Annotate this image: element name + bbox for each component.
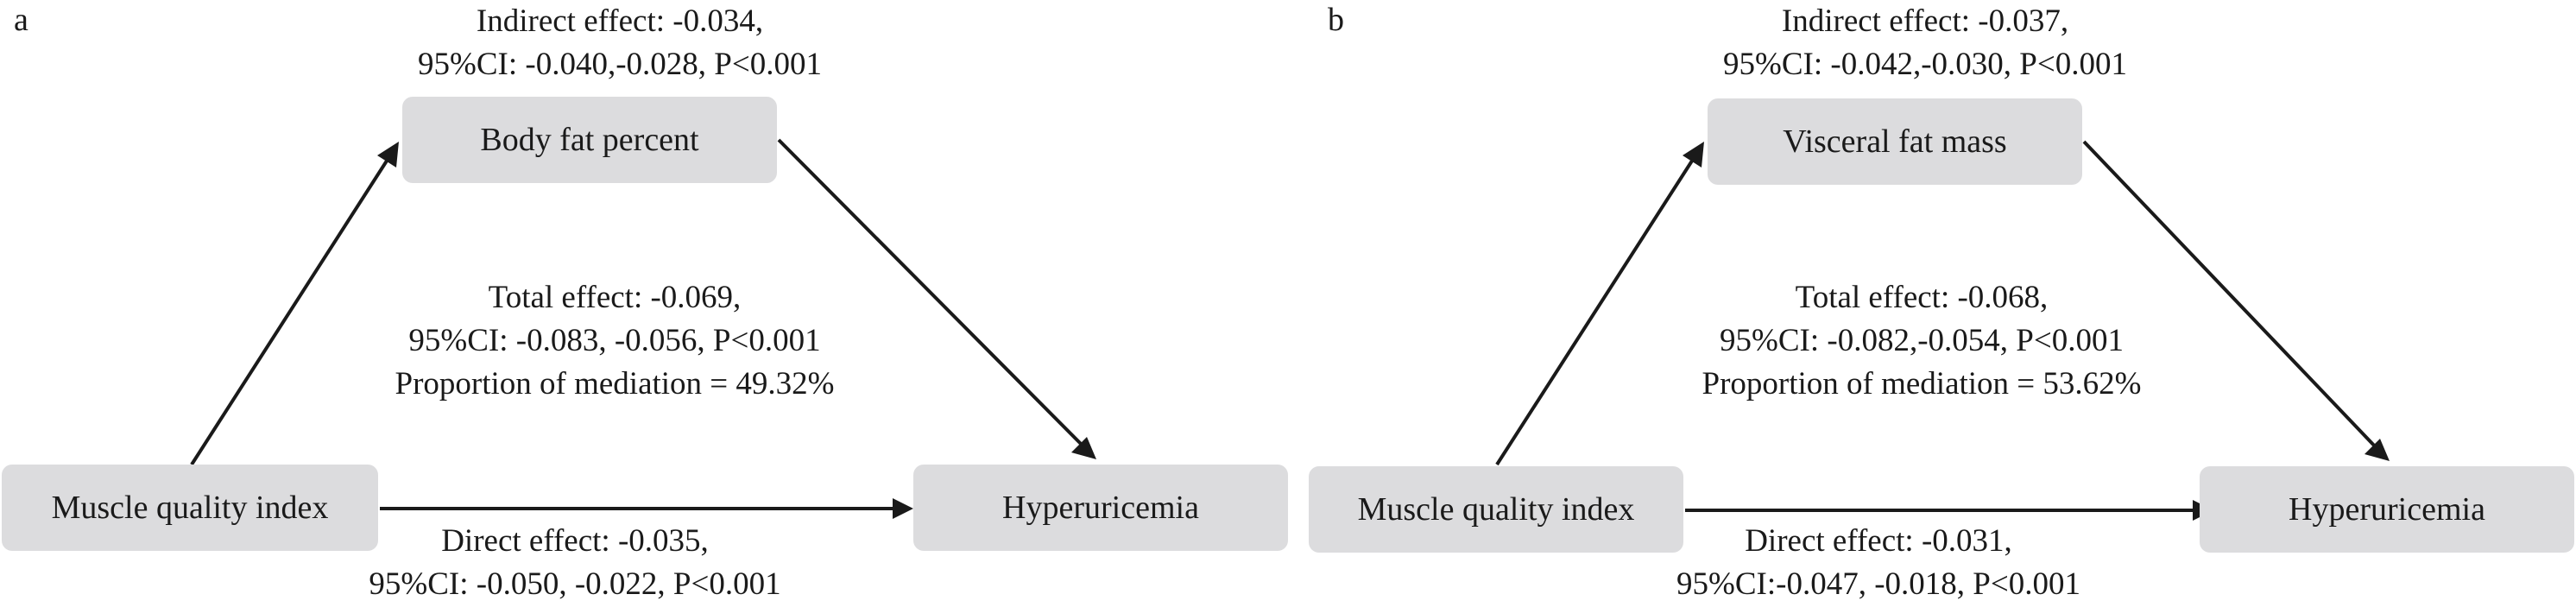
total-effect-line3: Proportion of mediation = 49.32% [395, 366, 835, 402]
indirect-effect-line2: 95%CI: -0.040,-0.028, P<0.001 [418, 47, 822, 82]
node-mediator: Body fat percent [402, 97, 777, 183]
arrows-layer [1495, 140, 2390, 521]
direct-effect-line2: 95%CI: -0.050, -0.022, P<0.001 [369, 566, 781, 602]
arrow-exposure-to-mediator [1495, 154, 1697, 466]
node-outcome: Hyperuricemia [913, 465, 1288, 551]
direct-effect-line1: Direct effect: -0.035, [441, 523, 709, 559]
indirect-effect-line2: 95%CI: -0.042,-0.030, P<0.001 [1723, 47, 2127, 82]
panel-letter: a [14, 2, 28, 38]
direct-effect-line2: 95%CI:-0.047, -0.018, P<0.001 [1676, 566, 2080, 602]
indirect-effect-label: Indirect effect: -0.034, 95%CI: -0.040,-… [418, 0, 822, 86]
panel-a: a Body fat percent Muscle quality index … [2, 0, 1288, 606]
total-effect-line2: 95%CI: -0.082,-0.054, P<0.001 [1720, 323, 2124, 358]
indirect-effect-label: Indirect effect: -0.037, 95%CI: -0.042,-… [1723, 0, 2127, 86]
arrowhead-exposure-to-mediator [377, 142, 399, 168]
total-effect-line1: Total effect: -0.068, [1795, 280, 2049, 315]
panel-letter: b [1328, 2, 1344, 38]
panel-b: b Visceral fat mass Muscle quality index… [1288, 0, 2576, 607]
direct-effect-line1: Direct effect: -0.031, [1745, 523, 2012, 559]
node-exposure: Muscle quality index [1309, 466, 1683, 553]
arrow-exposure-to-mediator [190, 154, 392, 466]
total-effect-label: Total effect: -0.068, 95%CI: -0.082,-0.0… [1702, 276, 2141, 406]
direct-effect-label: Direct effect: -0.035, 95%CI: -0.050, -0… [369, 520, 780, 606]
total-effect-label: Total effect: -0.069, 95%CI: -0.083, -0.… [395, 276, 834, 406]
arrowhead-exposure-to-mediator [1683, 142, 1704, 168]
arrowhead-exposure-to-outcome [893, 498, 913, 519]
indirect-effect-line1: Indirect effect: -0.034, [476, 3, 764, 39]
arrows-layer [190, 138, 1096, 519]
node-exposure: Muscle quality index [2, 465, 378, 551]
indirect-effect-line1: Indirect effect: -0.037, [1781, 3, 2069, 39]
total-effect-line3: Proportion of mediation = 53.62% [1702, 366, 2142, 402]
node-mediator: Visceral fat mass [1708, 98, 2082, 185]
direct-effect-label: Direct effect: -0.031, 95%CI:-0.047, -0.… [1676, 520, 2080, 606]
arrowhead-mediator-to-outcome [1071, 437, 1096, 459]
arrow-mediator-to-outcome [777, 138, 1086, 449]
arrowhead-mediator-to-outcome [2364, 439, 2390, 461]
arrow-mediator-to-outcome [2082, 140, 2379, 451]
node-outcome: Hyperuricemia [2200, 466, 2574, 553]
total-effect-line2: 95%CI: -0.083, -0.056, P<0.001 [408, 323, 821, 358]
total-effect-line1: Total effect: -0.069, [488, 280, 742, 315]
